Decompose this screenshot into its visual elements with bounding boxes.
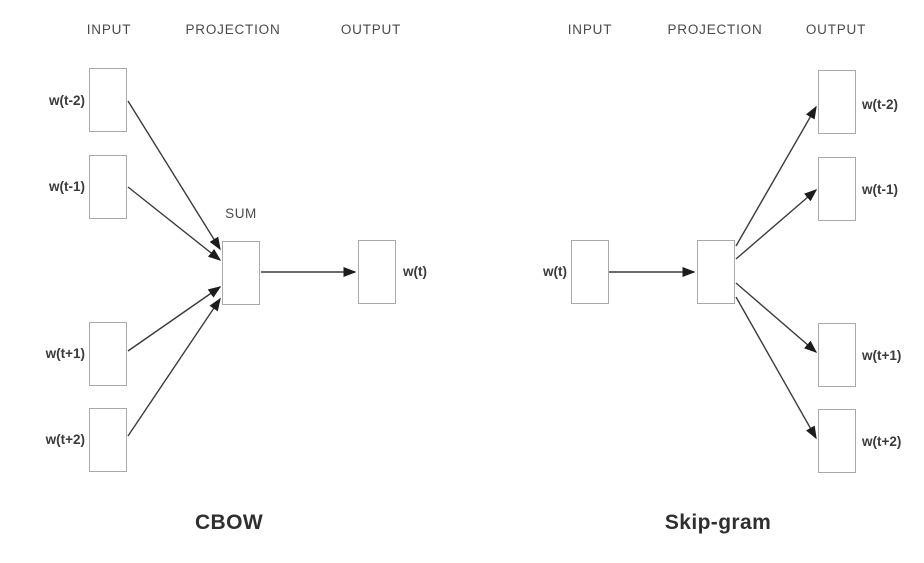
skipgram-header-output: OUTPUT (805, 22, 867, 37)
skipgram-output-box-wt-plus1 (818, 323, 856, 387)
cbow-input-box-wt-plus1 (89, 322, 127, 386)
skipgram-output-box-wt-minus1 (818, 157, 856, 221)
skipgram-output-label-wt-plus2: w(t+2) (862, 434, 902, 449)
skipgram-arrow-projection-to-wt-minus2 (735, 105, 817, 247)
skipgram-input-box (571, 240, 609, 304)
cbow-header-input: INPUT (86, 22, 132, 37)
skipgram-arrow-projection-to-wt-minus1 (735, 189, 818, 260)
skipgram-output-label-wt-plus1: w(t+1) (862, 348, 902, 363)
cbow-projection-box (222, 241, 260, 305)
cbow-header-projection: PROJECTION (185, 22, 281, 37)
cbow-input-label-wt-plus2: w(t+2) (45, 432, 85, 447)
skipgram-projection-box (697, 240, 735, 304)
skipgram-output-label-wt-minus1: w(t-1) (862, 182, 898, 197)
cbow-sum-label: SUM (225, 206, 257, 221)
cbow-arrow-wt-minus1-to-sum (127, 186, 222, 261)
cbow-input-box-wt-plus2 (89, 408, 127, 472)
cbow-output-box (358, 240, 396, 304)
cbow-input-box-wt-minus2 (89, 68, 127, 132)
cbow-input-label-wt-minus2: w(t-2) (49, 93, 85, 108)
skipgram-output-label-wt-minus2: w(t-2) (862, 97, 898, 112)
cbow-arrow-wt-plus1-to-sum (127, 286, 222, 352)
cbow-output-label: w(t) (403, 264, 427, 279)
skipgram-caption: Skip-gram (664, 511, 772, 534)
skipgram-header-input: INPUT (567, 22, 613, 37)
skipgram-output-box-wt-plus2 (818, 409, 856, 473)
cbow-caption: CBOW (194, 511, 264, 534)
cbow-arrow-wt-minus2-to-sum (127, 100, 221, 251)
cbow-arrow-wt-plus2-to-sum (127, 297, 221, 437)
skipgram-input-label: w(t) (543, 264, 567, 279)
cbow-input-label-wt-minus1: w(t-1) (49, 179, 85, 194)
skipgram-arrow-projection-to-wt-plus2 (735, 296, 817, 440)
cbow-header-output: OUTPUT (340, 22, 402, 37)
skipgram-output-box-wt-minus2 (818, 70, 856, 134)
cbow-input-box-wt-minus1 (89, 155, 127, 219)
skipgram-header-projection: PROJECTION (667, 22, 763, 37)
cbow-input-label-wt-plus1: w(t+1) (45, 346, 85, 361)
skipgram-arrow-projection-to-wt-plus1 (735, 282, 818, 353)
